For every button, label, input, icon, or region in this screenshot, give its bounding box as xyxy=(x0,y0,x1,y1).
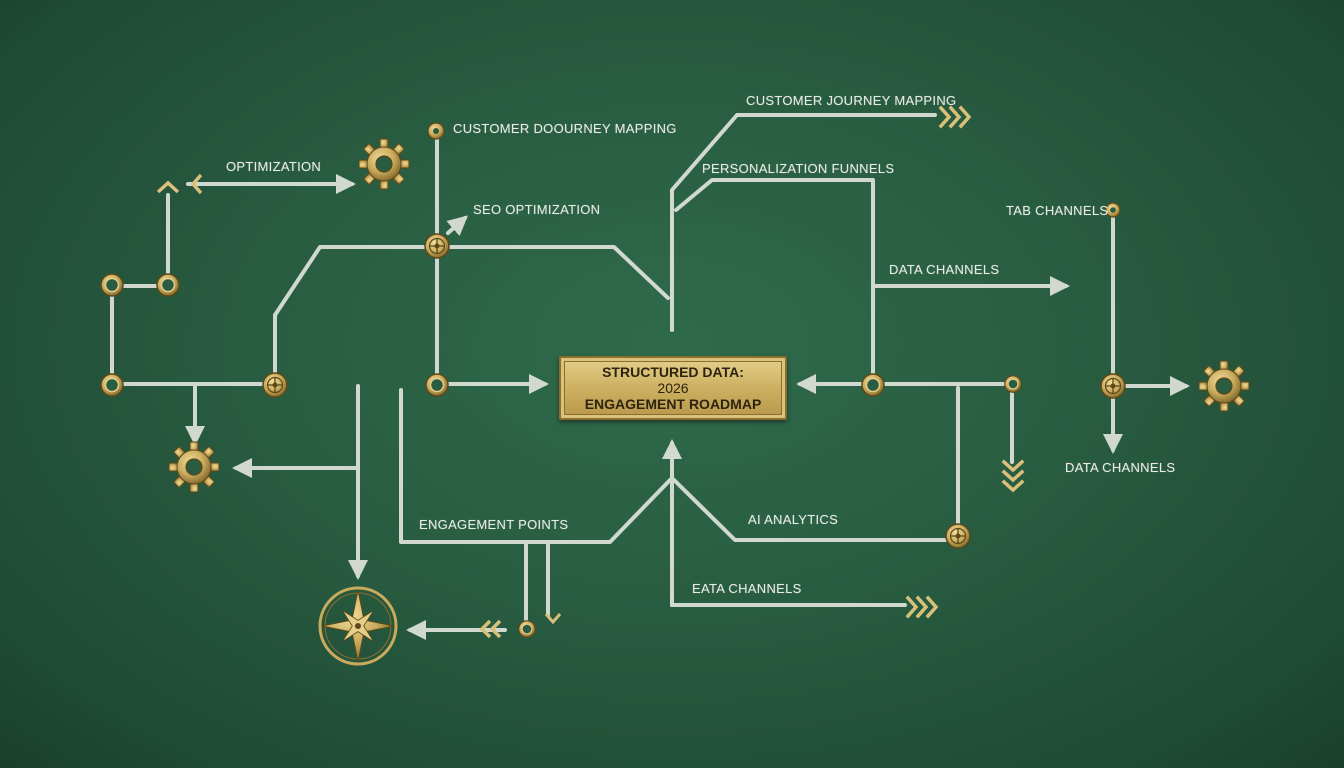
label-customer-journey-mapping: CUSTOMER JOURNEY MAPPING xyxy=(746,93,957,108)
label-tab-channels: TAB CHANNELS xyxy=(1006,203,1109,218)
dot-icon-tab-channels xyxy=(1105,202,1121,218)
node-right-small xyxy=(1004,375,1022,393)
node-target-far-right xyxy=(1100,373,1126,399)
chevron-arrow-icon-eata xyxy=(906,596,938,618)
chevron-arrow-icon-small-down xyxy=(544,613,562,625)
line-personalization xyxy=(674,178,875,386)
label-seo-optimization: SEO OPTIMIZATION xyxy=(473,202,601,217)
gear-icon-right xyxy=(1198,360,1250,412)
node-center-left xyxy=(425,373,449,397)
node-left-bottom xyxy=(100,373,124,397)
label-optimization: OPTIMIZATION xyxy=(226,159,322,174)
line-to-gear-bl xyxy=(232,384,360,478)
line-seo-pointer xyxy=(446,215,468,237)
label-data-channels-right: DATA CHANNELS xyxy=(1065,460,1176,475)
gear-icon-top xyxy=(358,138,410,190)
plaque-year: 2026 xyxy=(657,380,689,396)
node-target-ai xyxy=(945,523,971,549)
chevron-arrow-icon-left xyxy=(190,173,203,195)
compass-icon xyxy=(318,586,398,666)
node-engagement-bottom xyxy=(518,620,536,638)
node-left-mid xyxy=(156,273,180,297)
line-journey xyxy=(670,113,937,332)
chevron-arrow-icon-compass xyxy=(479,619,502,639)
label-personalization-funnels: PERSONALIZATION FUNNELS xyxy=(702,161,895,176)
dot-icon-doourney xyxy=(427,122,445,140)
chevron-arrow-icon-up xyxy=(156,180,180,194)
node-target-left xyxy=(262,372,288,398)
label-data-channels-mid: DATA CHANNELS xyxy=(889,262,1000,277)
plaque-subtitle: ENGAGEMENT ROADMAP xyxy=(584,396,762,412)
line-engagement xyxy=(399,388,952,544)
label-eata-channels: EATA CHANNELS xyxy=(692,581,802,596)
label-engagement-points: ENGAGEMENT POINTS xyxy=(419,517,569,532)
center-plaque: STRUCTURED DATA: 2026 ENGAGEMENT ROADMAP xyxy=(559,356,787,420)
chevron-arrow-icon-down xyxy=(1002,460,1024,492)
node-center-right xyxy=(861,373,885,397)
node-target-seo xyxy=(424,233,450,259)
gear-icon-bottom-left xyxy=(168,441,220,493)
chevron-arrow-icon-journey xyxy=(939,106,971,128)
node-left-top xyxy=(100,273,124,297)
plaque-title: STRUCTURED DATA: xyxy=(602,364,744,380)
label-ai-analytics: AI ANALYTICS xyxy=(748,512,839,527)
label-customer-doourney-mapping: CUSTOMER DOOURNEY MAPPING xyxy=(453,121,677,136)
line-left-loop xyxy=(110,193,170,386)
